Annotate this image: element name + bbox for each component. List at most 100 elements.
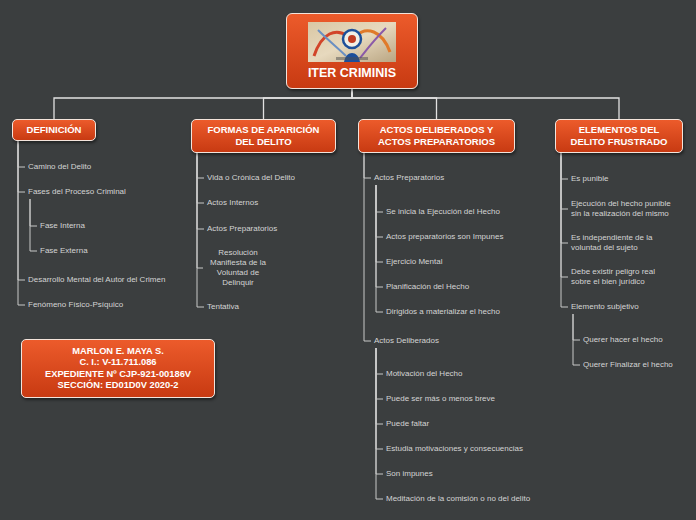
branch-line [376,185,383,212]
topic-label: Desarrollo Mental del Autor del Crimen [28,275,165,285]
subtopic: Tentativa [207,302,239,312]
subtopic: Desarrollo Mental del Autor del Crimen [28,275,165,285]
branch-line [573,314,580,340]
topic-label: Debe existir peligro real sobre el bien … [571,267,671,287]
branch-line [561,153,568,307]
subtopic: Ejercicio Mental [386,257,442,267]
subtopic: Actos Preparatorios [207,224,277,234]
subtopic: Se inicia la Ejecución del Hecho [386,207,500,217]
topic-label: Es punible [571,174,608,184]
subtopic: Meditación de la comisión o no del delit… [386,494,530,504]
subtopic: Fases del Proceso Criminal [28,187,126,197]
topic-label: Actos preparatorios son Impunes [386,232,503,242]
topic-label: C. I.: V-11.711.086 [28,357,208,368]
branch-line [54,89,352,119]
branch-line [197,153,203,268]
topic-label: FORMAS DE APARICIÓN DEL DELITO [198,124,329,148]
topic-label: Resolución Manifiesta de la Voluntad de … [206,248,270,288]
topic-label: Tentativa [207,302,239,312]
subtopic: Vida o Crónica del Delito [207,173,295,183]
topic-label: Dirigidos a materializar el hecho [386,307,500,317]
branch-line [197,153,204,203]
subtopic: Actos Deliberados [374,336,439,346]
topic-label: Actos Deliberados [374,336,439,346]
subtopic: Debe existir peligro real sobre el bien … [571,267,671,287]
branch-line [561,153,568,277]
topic-label: Motivación del Hecho [386,369,462,379]
subtopic: Ejecución del hecho punible sin la reali… [571,199,677,219]
subtopic: Planificación del Hecho [386,282,469,292]
branch-line [18,141,25,167]
branch-line [376,348,383,374]
branch-line [30,199,37,251]
subtopic: Puede ser más o menos breve [386,394,495,404]
subtopic: Fase Interna [40,221,85,231]
branch-line [376,185,383,262]
branch-line [197,153,204,178]
topic-label: Ejecución del hecho punible sin la reali… [571,199,677,219]
main-topic: FORMAS DE APARICIÓN DEL DELITO [191,119,336,153]
topic-label: ACTOS DELIBERADOS Y ACTOS PREPARATORIOS [365,124,508,148]
branch-line [376,348,383,474]
subtopic: Querer Finalizar el hecho [583,360,673,370]
topic-label: Se inicia la Ejecución del Hecho [386,207,500,217]
main-topic: DEFINICIÓN [12,119,96,141]
topic-label: Querer hacer el hecho [583,335,663,345]
topic-label: Estudia motivaciones y consecuencias [386,444,523,454]
branch-line [376,185,383,287]
topic-label: ELEMENTOS DEL DELITO FRUSTRADO [562,124,676,148]
topic-label: Fase Externa [40,246,88,256]
topic-label: Es independiente de la voluntad del suje… [571,233,665,253]
topic-label: Puede faltar [386,419,429,429]
subtopic: Fase Externa [40,246,88,256]
topic-label: Actos Preparatorios [207,224,277,234]
topic-label: SECCIÓN: ED01D0V 2020-2 [28,380,208,391]
subtopic: Es independiente de la voluntad del suje… [571,233,665,253]
topic-label: Vida o Crónica del Delito [207,173,295,183]
branch-line [197,153,204,229]
branch-line [264,89,353,119]
branch-line [18,141,25,192]
topic-label: Son impunes [386,469,433,479]
branch-line [376,348,383,499]
subtopic: Dirigidos a materializar el hecho [386,307,500,317]
subtopic: Motivación del Hecho [386,369,462,379]
topic-label: Querer Finalizar el hecho [583,360,673,370]
topic-label: Puede ser más o menos breve [386,394,495,404]
branch-line [376,348,383,449]
subtopic: Querer hacer el hecho [583,335,663,345]
subtopic: Actos Internos [207,198,258,208]
branch-line [561,153,568,243]
topic-label: Meditación de la comisión o no del delit… [386,494,530,504]
branch-line [352,89,437,119]
central-topic: ITER CRIMINIS [286,13,418,89]
subtopic: Puede faltar [386,419,429,429]
topic-label: Planificación del Hecho [386,282,469,292]
subtopic: Actos Preparatorios [374,173,444,183]
subtopic: Actos preparatorios son Impunes [386,232,503,242]
branch-line [18,141,25,305]
subtopic: Es punible [571,174,608,184]
branch-line [30,199,37,226]
branch-line [197,153,204,307]
author-box: MARLON E. MAYA S.C. I.: V-11.711.086EXPE… [21,339,215,398]
topic-label: MARLON E. MAYA S. [28,346,208,357]
branch-line [352,89,619,119]
branch-line [376,185,383,312]
main-topic: ACTOS DELIBERADOS Y ACTOS PREPARATORIOS [358,119,515,153]
topic-label: Actos Internos [207,198,258,208]
subtopic: Camino del Delito [28,162,91,172]
topic-label: Fase Interna [40,221,85,231]
subtopic: Elemento subjetivo [571,302,639,312]
topic-label: ITER CRIMINIS [293,66,411,82]
topic-label: Fenómeno Físico-Psíquico [28,300,123,310]
branch-line [376,348,383,399]
subtopic: Resolución Manifiesta de la Voluntad de … [206,248,270,288]
topic-label: Elemento subjetivo [571,302,639,312]
topic-label: EXPEDIENTE Nº CJP-921-00186V [28,369,208,380]
branch-line [561,153,568,179]
subtopic: Estudia motivaciones y consecuencias [386,444,523,454]
main-topic: ELEMENTOS DEL DELITO FRUSTRADO [555,119,683,153]
branch-line [561,153,568,209]
